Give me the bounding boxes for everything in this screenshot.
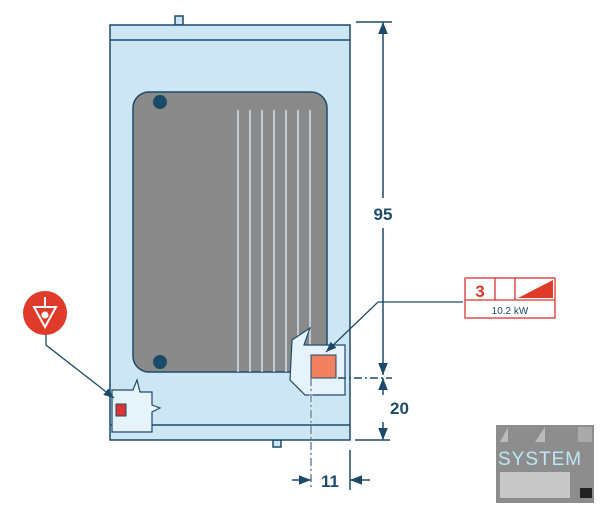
dimension-11: 11 bbox=[321, 472, 339, 491]
earth-cutout bbox=[111, 378, 162, 433]
screw-icon bbox=[153, 95, 167, 109]
system-logo: SYSTEM bbox=[496, 425, 594, 503]
power-rating: 10.2 kW bbox=[492, 306, 529, 317]
dimension-95: 95 bbox=[374, 205, 393, 224]
earth-connection-point bbox=[115, 403, 127, 417]
dimension-20: 20 bbox=[390, 399, 409, 418]
front-panel bbox=[132, 91, 328, 373]
phases-count: 3 bbox=[475, 282, 484, 301]
equipotential-earth-icon bbox=[23, 291, 115, 399]
electrical-spec-label: 3 10.2 kW bbox=[325, 277, 556, 353]
dimension-lines bbox=[292, 21, 392, 490]
power-triangle-icon bbox=[518, 280, 553, 298]
electrical-connection-point bbox=[310, 354, 337, 379]
screw-icon bbox=[153, 355, 167, 369]
logo-text: SYSTEM bbox=[498, 449, 582, 470]
